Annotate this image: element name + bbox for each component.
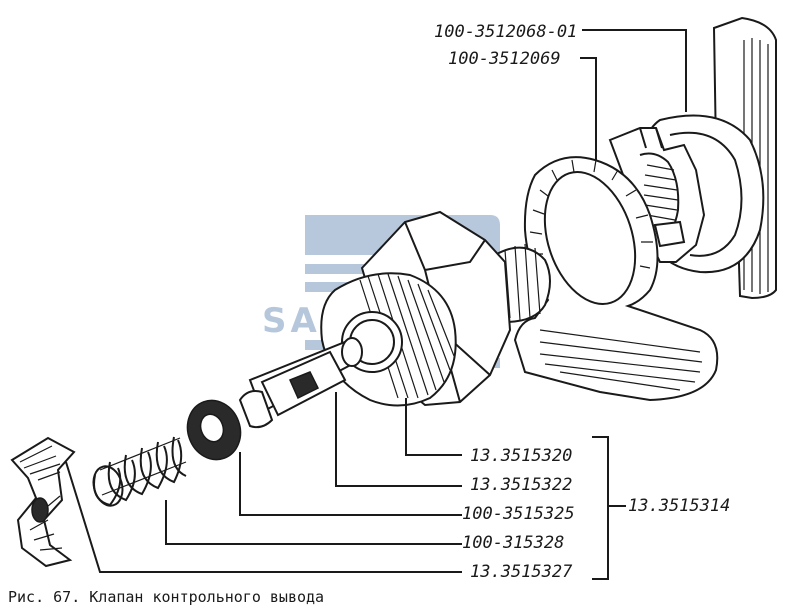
assembly-number-label: 13.3515314: [628, 496, 730, 516]
valve-stem-part: [238, 337, 363, 429]
part-number-label: 100-315328: [462, 533, 564, 553]
part-number-label: 13.3515320: [470, 446, 572, 466]
cap-handle-part: [608, 16, 777, 300]
part-number-label: 13.3515322: [470, 475, 572, 495]
part-number-label: 100-3515325: [462, 504, 575, 524]
part-number-label: 100-3512068-01: [434, 22, 577, 42]
spring-clip-part: [10, 436, 76, 568]
gasket-ring-part: [513, 156, 719, 402]
seal-washer-part: [186, 399, 242, 461]
valve-body-part: [320, 210, 551, 407]
part-number-label: 100-3512069: [448, 49, 561, 69]
spring-part: [92, 436, 187, 507]
part-number-label: 13.3515327: [470, 562, 573, 582]
leader-lines: [65, 29, 687, 580]
figure-caption: Рис. 67. Клапан контрольного вывода: [8, 588, 324, 606]
